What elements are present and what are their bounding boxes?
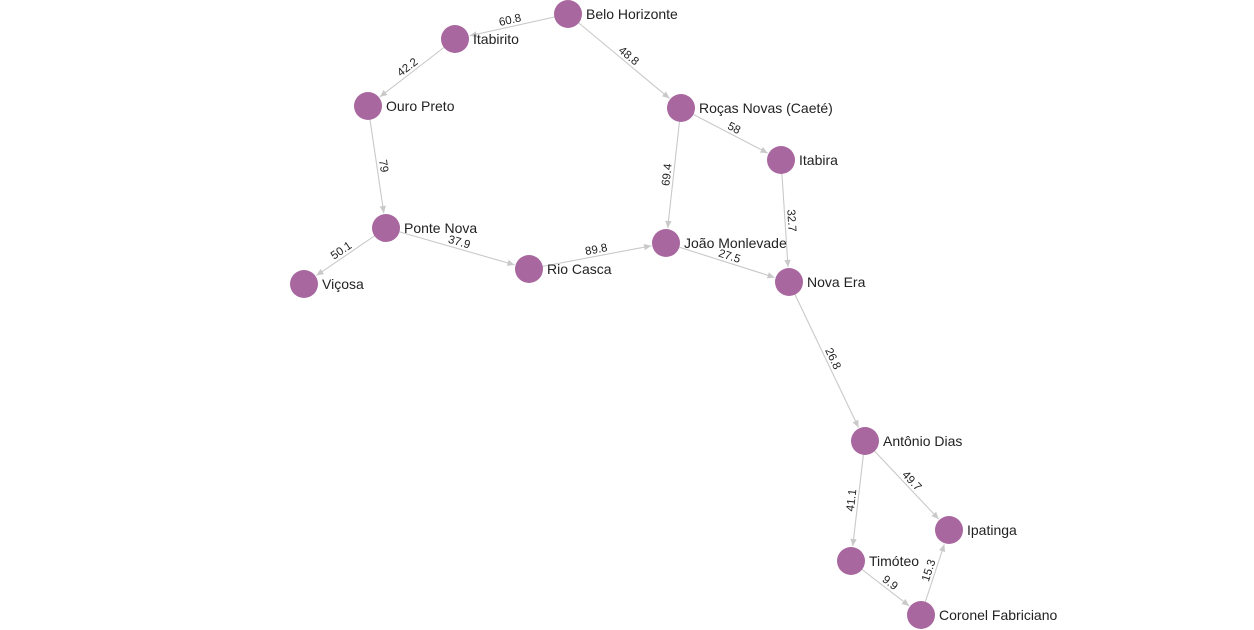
node-ipa[interactable]: Ipatinga [935, 516, 1017, 544]
node-label: Rio Casca [547, 261, 612, 277]
edge-weight-label: 9.9 [880, 574, 900, 593]
node-tim[interactable]: Timóteo [837, 547, 919, 575]
node-circle[interactable] [767, 146, 795, 174]
node-ne[interactable]: Nova Era [775, 268, 866, 296]
edges-layer [316, 13, 946, 616]
edge-weight-label: 41.1 [845, 488, 860, 512]
edge-weight-label: 69.4 [660, 162, 674, 186]
edge-bh-rn [567, 13, 670, 99]
node-circle[interactable] [372, 214, 400, 242]
edge-rn-itb [680, 107, 768, 154]
node-label: Belo Horizonte [586, 6, 678, 22]
node-label: Itabirito [473, 31, 519, 47]
edge-jm-ne [665, 242, 775, 279]
node-pn[interactable]: Ponte Nova [372, 214, 477, 242]
node-label: Ipatinga [967, 522, 1017, 538]
node-op[interactable]: Ouro Preto [354, 92, 455, 120]
node-label: Coronel Fabriciano [939, 607, 1057, 623]
edge-rc-jm [528, 243, 652, 270]
edge-ad-tim [850, 440, 866, 547]
edge-itb-ne [780, 159, 791, 268]
edge-bh-ita [469, 13, 569, 38]
edge-ita-op [379, 38, 456, 98]
node-label: Nova Era [807, 274, 866, 290]
edge-weight-label: 58 [725, 120, 742, 137]
node-circle[interactable] [652, 229, 680, 257]
node-rn[interactable]: Roças Novas (Caeté) [667, 94, 833, 122]
node-label: Timóteo [869, 553, 919, 569]
edge-ne-ad [788, 281, 860, 428]
node-label: Viçosa [322, 276, 364, 292]
node-itb[interactable]: Itabira [767, 146, 838, 174]
node-ita[interactable]: Itabirito [441, 25, 519, 53]
node-label: Itabira [799, 152, 838, 168]
node-rc[interactable]: Rio Casca [515, 255, 612, 283]
node-circle[interactable] [907, 601, 935, 629]
node-vic[interactable]: Viçosa [290, 270, 364, 298]
edge-weight-label: 60.8 [498, 12, 522, 29]
node-circle[interactable] [667, 94, 695, 122]
node-label: Roças Novas (Caeté) [699, 100, 833, 116]
node-ad[interactable]: Antônio Dias [851, 427, 962, 455]
node-label: Ponte Nova [404, 220, 477, 236]
edge-ad-ipa [864, 440, 940, 520]
edge-rn-jm [665, 107, 682, 229]
edge-weight-label: 89.8 [584, 242, 608, 258]
edge-op-pn [367, 105, 386, 214]
node-label: João Monlevade [684, 235, 787, 251]
node-circle[interactable] [935, 516, 963, 544]
edge-weight-label: 79 [376, 159, 390, 173]
node-circle[interactable] [515, 255, 543, 283]
node-circle[interactable] [290, 270, 318, 298]
node-circle[interactable] [851, 427, 879, 455]
node-jm[interactable]: João Monlevade [652, 229, 787, 257]
node-circle[interactable] [441, 25, 469, 53]
edge-weight-label: 32.7 [784, 209, 797, 232]
node-circle[interactable] [775, 268, 803, 296]
edge-weight-label: 37.9 [447, 234, 472, 252]
node-bh[interactable]: Belo Horizonte [554, 0, 678, 28]
node-cf[interactable]: Coronel Fabriciano [907, 601, 1057, 629]
node-circle[interactable] [354, 92, 382, 120]
edge-pn-vic [316, 227, 387, 276]
node-label: Ouro Preto [386, 98, 455, 114]
edge-pn-rc [385, 227, 515, 266]
node-label: Antônio Dias [883, 433, 962, 449]
node-circle[interactable] [837, 547, 865, 575]
node-circle[interactable] [554, 0, 582, 28]
